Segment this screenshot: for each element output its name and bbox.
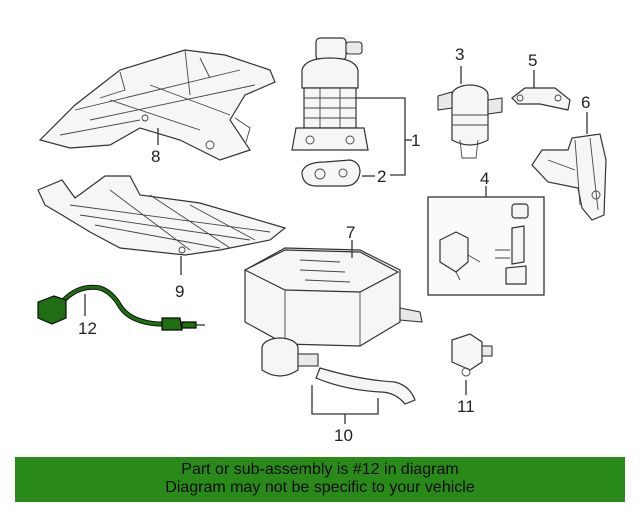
- callout-11: 11: [457, 397, 475, 416]
- part-3-solenoid[interactable]: [437, 84, 503, 159]
- callout-12: 12: [78, 319, 97, 338]
- part-10-assembly[interactable]: [261, 337, 416, 405]
- callout-4: 4: [480, 169, 489, 188]
- part-4-kit[interactable]: [427, 196, 545, 296]
- part-9-cover[interactable]: [37, 175, 287, 256]
- callout-8: 8: [151, 147, 160, 166]
- part-7-canister[interactable]: [243, 247, 423, 347]
- part-5-bracket[interactable]: [511, 87, 571, 111]
- parts-diagram: 8 1 2 3 5 6: [37, 37, 607, 445]
- part-12-oxygen-sensor[interactable]: [37, 284, 205, 331]
- callout-10: 10: [334, 426, 353, 445]
- callout-2: 2: [377, 167, 386, 186]
- callout-5: 5: [528, 51, 537, 70]
- part-6-mount[interactable]: [531, 133, 607, 221]
- callout-3: 3: [455, 45, 464, 64]
- callout-9: 9: [175, 282, 184, 301]
- callout-6: 6: [581, 93, 590, 112]
- leader-1: [356, 97, 406, 176]
- part-2-gasket[interactable]: [301, 159, 361, 187]
- banner-line-1: Part or sub-assembly is #12 in diagram: [181, 461, 459, 478]
- part-11-sensor[interactable]: [451, 333, 493, 377]
- part-8-bracket[interactable]: [38, 49, 276, 161]
- callout-7: 7: [346, 223, 355, 242]
- callout-1: 1: [411, 131, 420, 150]
- part-1-egr-valve[interactable]: [291, 37, 369, 151]
- info-banner: Part or sub-assembly is #12 in diagram D…: [15, 457, 625, 502]
- banner-line-2: Diagram may not be specific to your vehi…: [165, 479, 475, 496]
